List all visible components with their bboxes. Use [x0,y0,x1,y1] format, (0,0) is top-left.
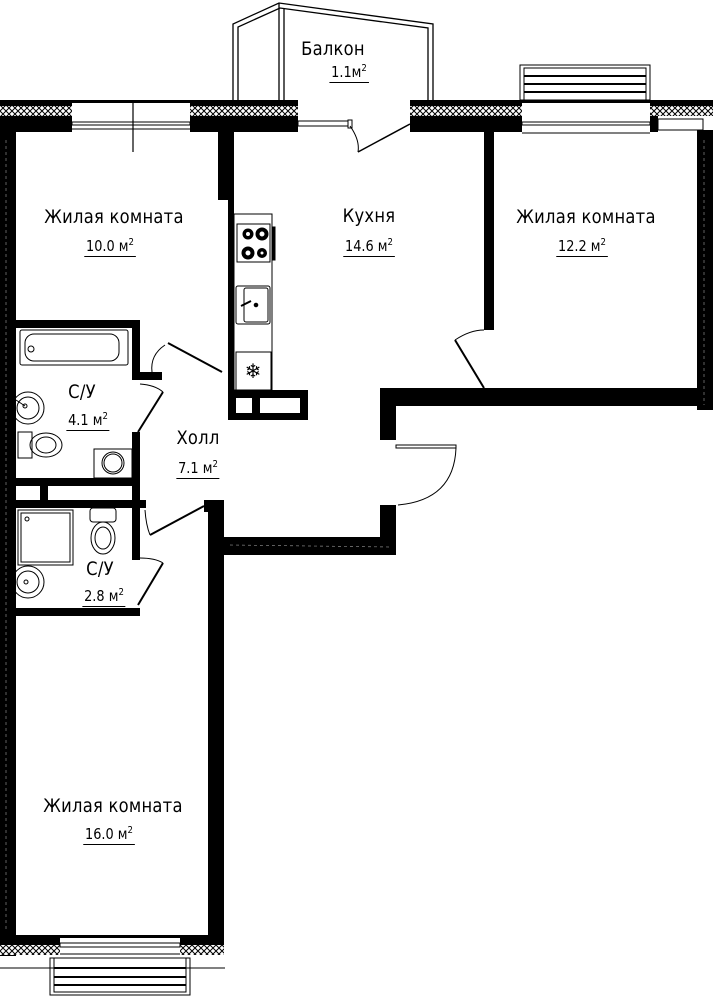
washbasin-icon [11,391,45,425]
toilet-icon [17,431,63,459]
room-name-bathroom-2: С/У [86,558,114,580]
room-name-living-1: Жилая комната [44,206,184,228]
room-name-kitchen: Кухня [342,205,396,227]
exterior-wall-left [0,116,16,956]
room-area-bathroom-1: 4.1 м2 [66,411,110,431]
room-name-hall: Холл [176,427,220,449]
exterior-wall-top [0,100,713,153]
room-name-living-2: Жилая комната [516,206,656,228]
washbasin-icon [11,565,45,599]
area-unit-superscript: 2 [600,237,607,248]
room-area-bathroom-2: 2.8 м2 [82,587,126,607]
area-value: 7.1 м [178,459,213,477]
area-unit-superscript: 2 [387,237,394,248]
exterior-wall-right [697,130,713,410]
window-sill-top-right [519,64,651,101]
svg-text:❄: ❄ [245,359,262,383]
bathroom-2-fixtures [11,507,117,599]
room-area-living-2: 12.2 м2 [556,237,608,257]
area-value: 16.0 м [84,825,128,843]
area-unit-superscript: 2 [127,825,134,836]
area-value: 10.0 м [85,237,129,255]
sink-icon [235,285,271,325]
room-area-living-3: 16.0 м2 [83,825,135,845]
area-unit-superscript: 2 [128,237,135,248]
area-unit-superscript: 2 [118,587,124,598]
area-unit-superscript: 2 [102,411,108,422]
bathroom-1-fixtures [11,329,133,479]
stove-icon [236,223,276,263]
room-name-balcony: Балкон [301,38,365,60]
room-area-balcony: 1.1м2 [329,63,369,83]
fridge-icon: ❄ [235,351,272,391]
area-unit-superscript: 2 [361,63,367,74]
wall-living-2-bottom [380,388,713,406]
area-value: 12.2 м [557,237,601,255]
area-value: 2.8 м [84,587,119,605]
area-value: 4.1 м [68,411,103,429]
room-name-bathroom-1: С/У [68,381,96,403]
area-value: 14.6 м [344,237,388,255]
area-value: 1.1м [331,63,362,81]
balcony-railing [232,2,434,100]
exterior-wall-bottom [0,935,225,969]
window-sill-bottom [49,957,191,996]
shower-tray-icon [17,509,74,566]
wall-markings [5,140,705,930]
interior-walls [16,130,494,955]
toilet-icon [89,507,117,555]
room-area-hall: 7.1 м2 [176,459,220,479]
doors [137,329,485,606]
kitchen-counter: ❄ [233,213,276,391]
area-unit-superscript: 2 [212,459,218,470]
bathtub-icon [19,329,129,366]
room-area-living-1: 10.0 м2 [84,237,136,257]
room-name-living-3: Жилая комната [43,795,183,817]
washing-machine-icon [93,448,133,479]
room-area-kitchen: 14.6 м2 [343,237,395,257]
